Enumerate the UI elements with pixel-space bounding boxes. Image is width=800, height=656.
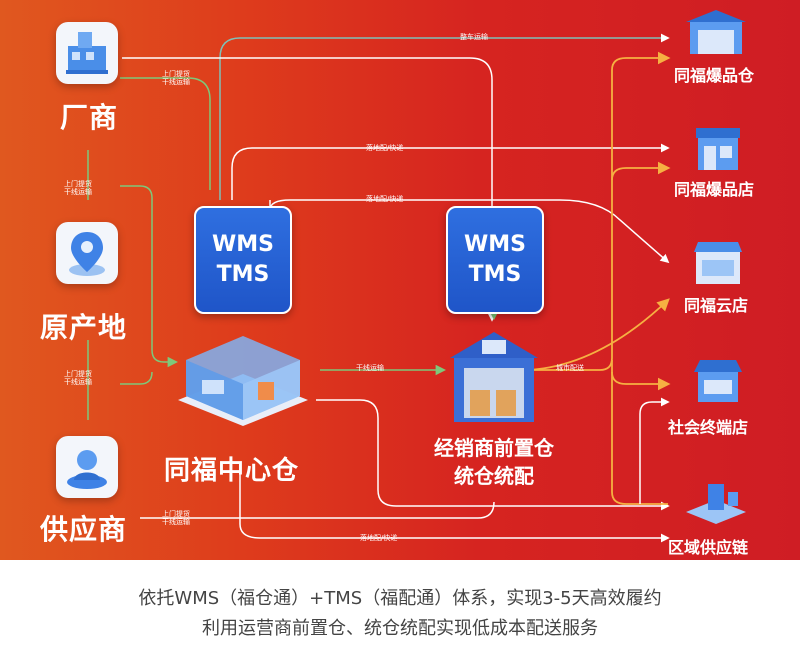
route-to-cloud-store (529, 298, 670, 371)
supplier-label: 供应商 (40, 513, 128, 546)
route-label-landing-3: 落地配/快递 (360, 534, 398, 542)
route-landing-1 (231, 143, 670, 200)
hot-store-label: 同福爆品店 (674, 180, 755, 199)
route-label-pickup-4: 上门提货干线运输 (162, 510, 190, 526)
hot-store-icon (696, 128, 740, 170)
origin-label: 原产地 (40, 311, 128, 344)
community-store-label: 社会终端店 (668, 418, 749, 437)
route-lines (87, 33, 671, 543)
footer-panel: 依托WMS（福仓通）+TMS（福配通）体系，实现3-5天高效履约 利用运营商前置… (0, 560, 800, 656)
route-label-full-truck: 整车运输 (460, 33, 488, 41)
route-community-link (639, 397, 670, 504)
inbound-line-manufacturer (120, 77, 211, 190)
route-to-hot-store (611, 161, 671, 181)
route-to-dealer (122, 57, 497, 322)
supplier-icon (56, 436, 118, 498)
route-label-landing-1: 落地配/快递 (366, 144, 404, 152)
route-label-city: 城市配送 (556, 364, 584, 372)
factory-icon (56, 22, 118, 84)
cloud-store-icon (694, 242, 742, 284)
route-label-trunk: 干线运输 (356, 364, 384, 372)
cloud-store-label: 同福云店 (684, 296, 749, 315)
route-city-delivery (530, 51, 671, 371)
hot-warehouse-label: 同福爆品仓 (674, 66, 755, 85)
central-warehouse-icon (178, 336, 308, 426)
footer-line-1: 依托WMS（福仓通）+TMS（福配通）体系，实现3-5天高效履约 (138, 588, 662, 609)
route-landing-bottom (239, 470, 670, 543)
regional-chain-label: 区域供应链 (668, 538, 749, 557)
dealer-warehouse-label: 经销商前置仓统仓统配 (434, 436, 554, 488)
hot-warehouse-icon (686, 10, 746, 54)
center-warehouse-label: 同福中心仓 (164, 456, 300, 486)
dealer-warehouse-icon (450, 332, 538, 422)
regional-chain-icon (686, 484, 746, 524)
manufacturer-label: 厂商 (60, 101, 119, 134)
community-store-icon (694, 360, 742, 402)
route-label-landing-2: 落地配/快递 (366, 195, 404, 203)
route-landing-2 (269, 199, 670, 264)
route-supplier (140, 501, 495, 519)
route-to-chain (611, 372, 668, 505)
route-label-pickup-2: 上门提货干线运输 (64, 180, 92, 196)
location-pin-icon (56, 222, 118, 284)
route-label-pickup-1: 上门提货干线运输 (162, 70, 190, 86)
inbound-line-supplier (120, 371, 153, 385)
route-center-to-chain (316, 399, 670, 511)
route-label-pickup-3: 上门提货干线运输 (64, 370, 92, 386)
route-full-truck (219, 33, 670, 200)
route-to-community (611, 360, 671, 391)
inbound-line-origin (120, 185, 179, 368)
footer-line-2: 利用运营商前置仓、统仓统配实现低成本配送服务 (202, 618, 598, 639)
